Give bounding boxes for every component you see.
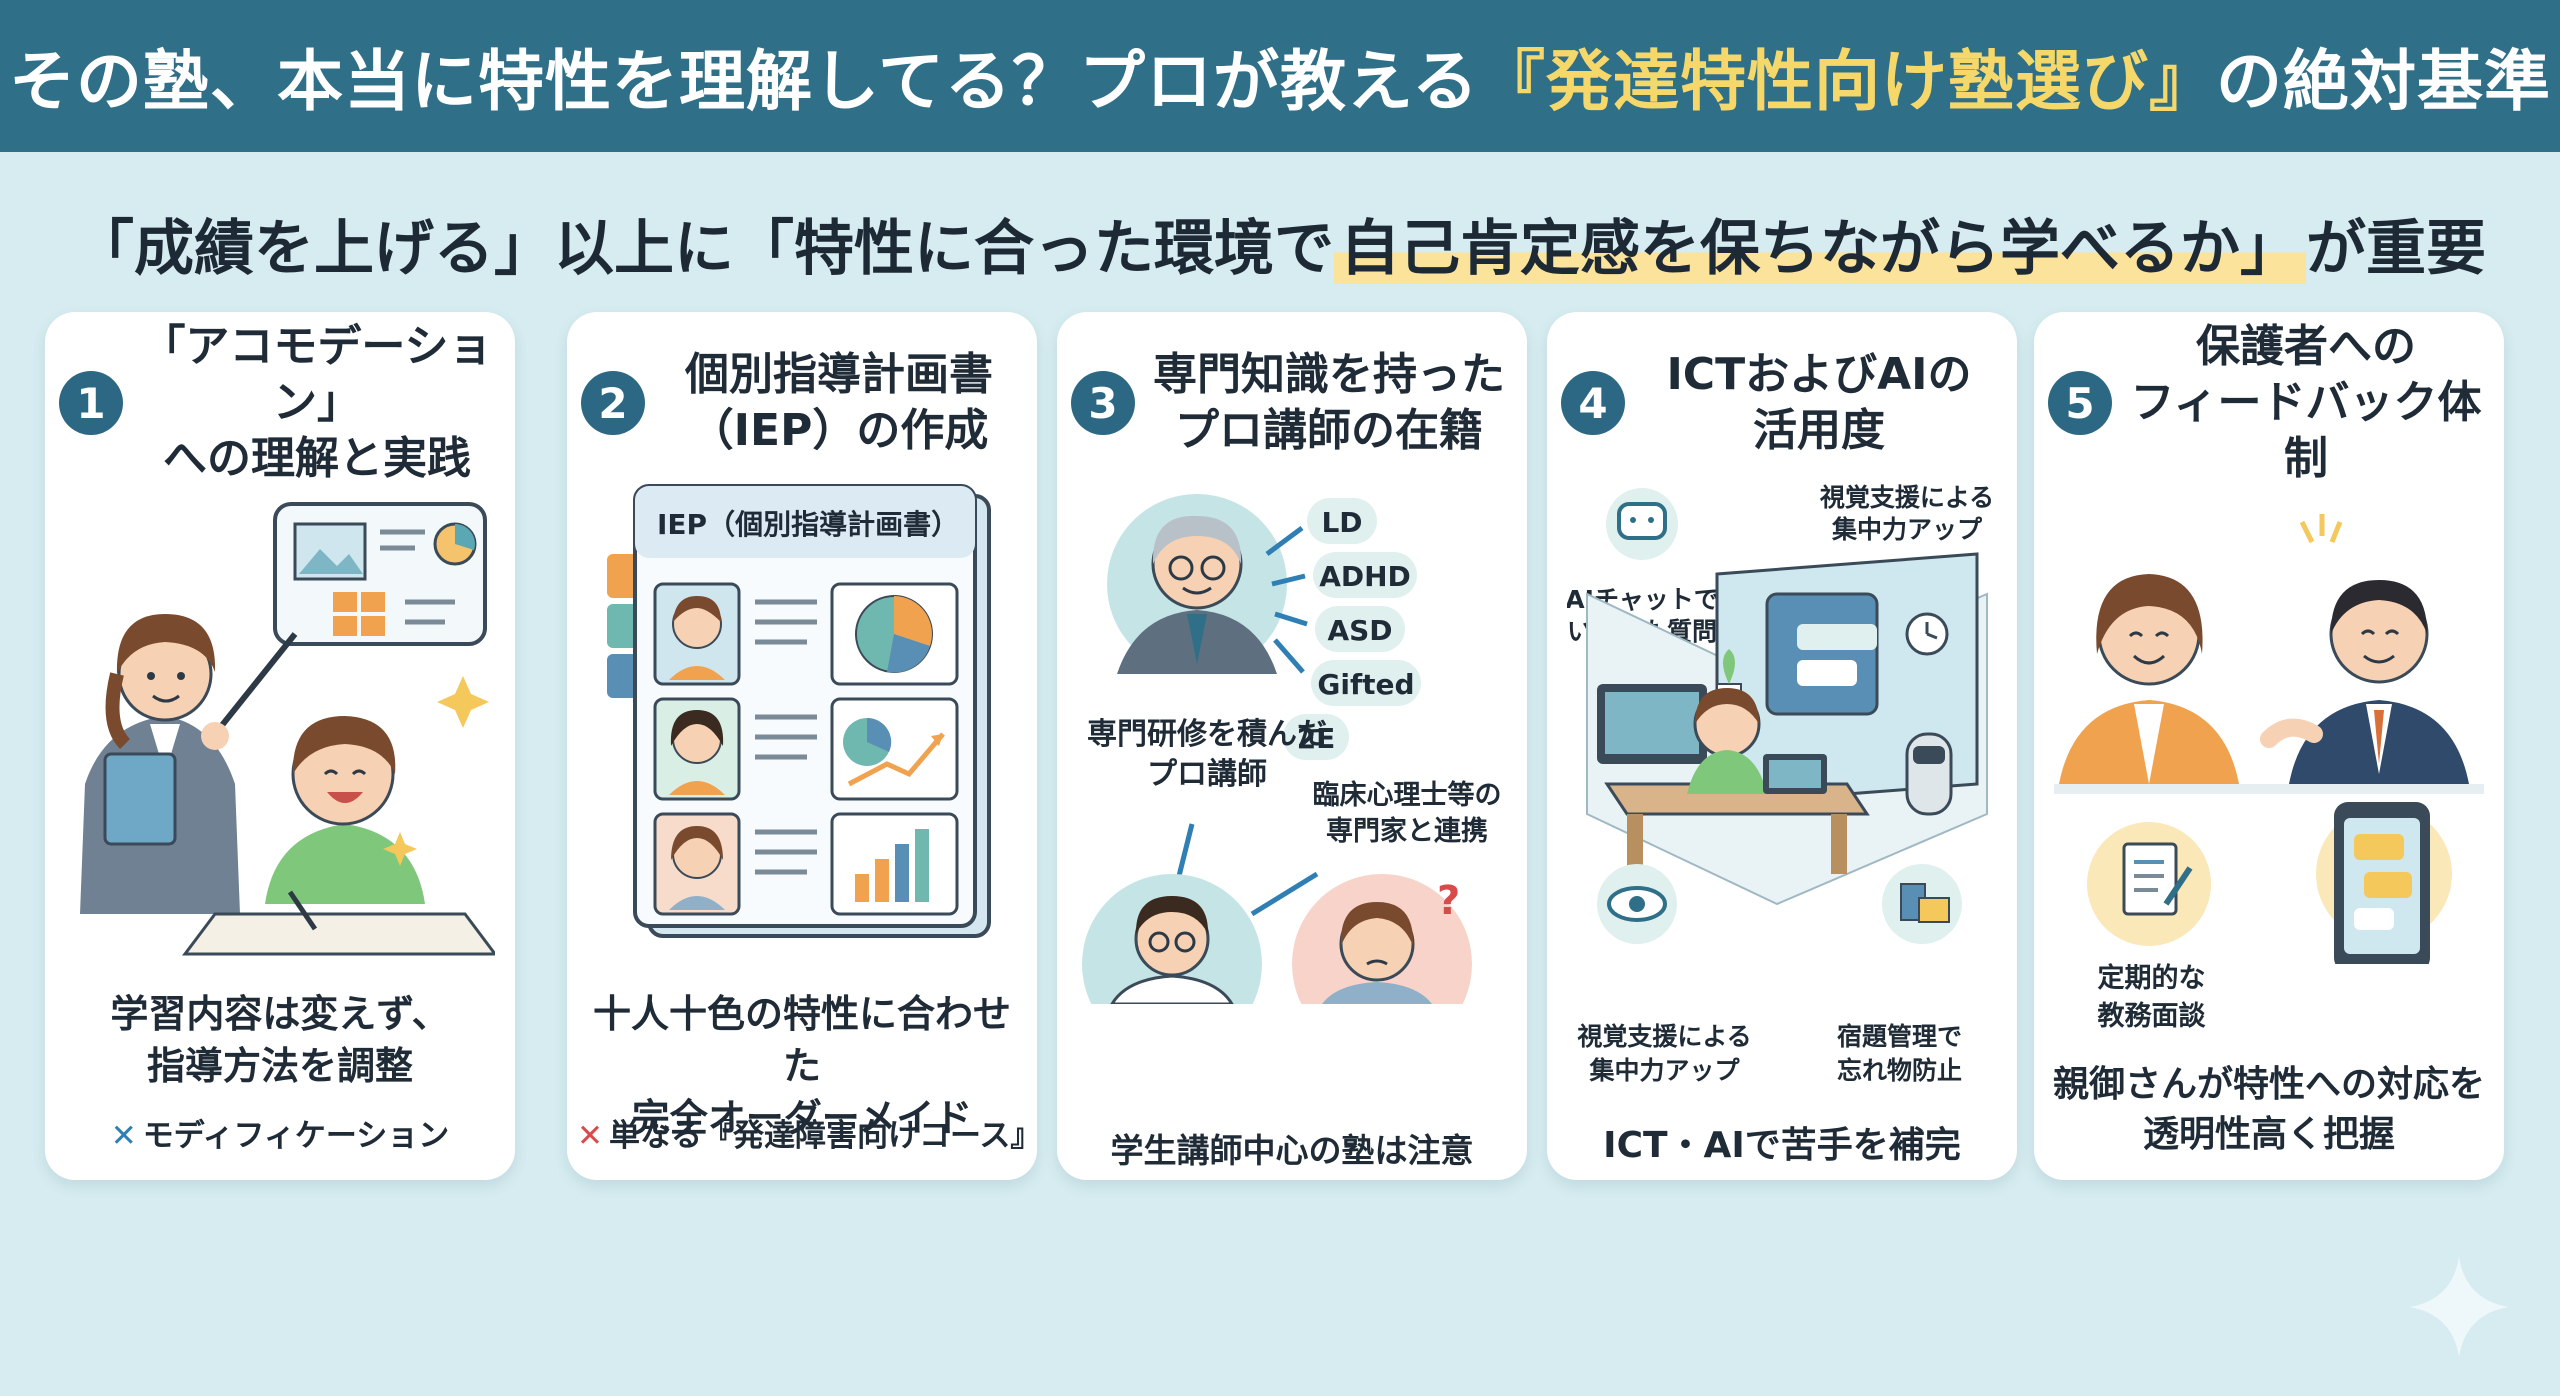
arrow-icon [1274,611,1308,627]
question-mark-icon: ? [1437,878,1460,924]
card-caption: 親御さんが特性への対応を 透明性高く把握 [2052,1064,2485,1155]
card-header: 3 専門知識を持った プロ講師の在籍 [1071,348,1513,458]
title-banner: その塾、本当に特性を理解してる？プロが教える『発達特性向け塾選び』の絶対基準 [0,0,2560,152]
display-screen-icon [1765,592,1879,716]
tag-ld: LD [1307,498,1377,544]
svg-text:ADHD: ADHD [1319,560,1411,593]
card-caption: 学生講師中心の塾は注意 [1110,1131,1474,1170]
card-iep: 2 個別指導計画書 （IEP）の作成 IEP（個別指導計画書） [567,312,1041,1180]
sparkle-icon [437,676,489,728]
pen-icon [2163,866,2193,906]
visual-label-2: 集中力アップ [1831,515,1983,544]
number-badge: 4 [1561,371,1625,435]
number-badge: 5 [2048,371,2112,435]
bar-chart-icon [855,874,869,902]
page-title: その塾、本当に特性を理解してる？プロが教える『発達特性向け塾選び』の絶対基準 [9,28,2551,124]
number-badge: 3 [1071,371,1135,435]
card-caption: 十人十色の特性に合わせた 完全オーダーメイド [592,992,1011,1140]
double-arrow-icon [1174,823,1195,885]
card-note: ✕単なる『発達障害向けコース』 [577,1110,1041,1155]
parent-meeting-illustration [2054,514,2484,964]
expert-label-1: 臨床心理士等の [1313,779,1502,811]
iep-doc-label: IEP（個別指導計画書） [657,508,959,541]
svg-text:LD: LD [1321,506,1362,539]
expert-label-2: 専門家と連携 [1326,815,1488,847]
pencil-icon [287,890,318,931]
card-title: 専門知識を持った プロ講師の在籍 [1153,349,1505,456]
double-arrow-icon [1250,871,1319,917]
student-body [265,824,425,904]
tag-gifted: Gifted [1311,660,1421,706]
card-note: ✕モディフィケーション [55,1110,505,1155]
subtitle-part1: 「成績を上げる」以上に「特性に合った環境で [74,214,1334,284]
note-text: 単なる『発達障害向けコース』 [608,1118,1042,1154]
emphasis-icon [2299,520,2315,544]
card-title: 「アコモデーション」 への理解と実践 [141,321,493,484]
sparkle-icon [383,832,417,866]
svg-text:Gifted: Gifted [1317,668,1414,701]
arrow-icon [1265,525,1304,557]
subtitle-highlight: 自己肯定感を保ちながら学べるか」 [1334,214,2306,284]
textbook-icon [103,752,177,846]
subtitle: 「成績を上げる」以上に「特性に合った環境で自己肯定感を保ちながら学べるか」が重要 [0,200,2560,287]
card-caption: ICT・AIで苦手を補完 [1603,1125,1961,1166]
ict-classroom-illustration: AIチャットで いつでも質問 視覚支援による 集中力アップ [1567,484,1994,944]
teacher-student-illustration [80,502,495,956]
card-accommodation: 1 「アコモデーション」 への理解と実践 [45,312,515,1180]
title-suffix: の絶対基準 [2216,43,2552,120]
mountain-icon [299,549,363,574]
subtitle-part2: が重要 [2306,214,2486,284]
cross-icon: ✕ [577,1118,603,1154]
tag-2e: 2E [1283,714,1349,760]
card-title: 保護者への フィードバック体制 [2130,321,2482,484]
card-title: ICTおよびAIの 活用度 [1666,349,1972,456]
plant-icon [1723,649,1735,684]
chat-bubble-icon [2364,872,2412,898]
svg-text:ASD: ASD [1327,614,1392,647]
trend-arrow-icon [847,732,945,787]
card-header: 4 ICTおよびAIの 活用度 [1561,348,2003,458]
card-caption: 学習内容は変えず、 指導方法を調整 [110,992,450,1088]
tag-asd: ASD [1315,606,1405,652]
card-title: 個別指導計画書 （IEP）の作成 [685,349,993,456]
pointer-stick [212,632,298,736]
card-header: 2 個別指導計画書 （IEP）の作成 [581,348,1023,458]
card-ict-ai: 4 ICTおよびAIの 活用度 AIチャットで いつでも質問 視覚支援による 集… [1547,312,2017,1180]
title-highlight: 『発達特性向け塾選び』 [1479,43,2217,120]
arrow-icon [1273,638,1305,674]
pro-label-2: プロ講師 [1147,757,1267,792]
number-badge: 2 [581,371,645,435]
desk [182,912,495,956]
note-text: モディフィケーション [142,1118,450,1154]
chat-bubble-icon [2354,834,2404,860]
svg-text:2E: 2E [1297,722,1336,755]
card-header: 5 保護者への フィードバック体制 [2048,321,2490,484]
arrow-icon [1271,573,1306,587]
tag-adhd: ADHD [1313,552,1417,598]
gesture-hand [2260,718,2323,748]
visual-label-1: 視覚支援による [1820,484,1994,512]
card-parent-feedback: 5 保護者への フィードバック体制 [2034,312,2504,1180]
iep-document-illustration: IEP（個別指導計画書） [607,484,991,938]
card-pro-teachers: 3 専門知識を持った プロ講師の在籍 LD ADHD ASD Gifted 2E… [1057,312,1527,1180]
card-header: 1 「アコモデーション」 への理解と実践 [59,321,501,484]
sparkle-icon [2409,1257,2509,1357]
meeting-label: 定期的な教務面談 [2097,963,2206,1032]
folder-icon [1918,897,1950,923]
pro-label-1: 専門研修を積んだ [1087,717,1327,752]
number-badge: 1 [59,371,123,435]
task-label: 宿題管理で忘れ物防止 [1836,1022,1962,1085]
cross-icon: ✕ [110,1118,137,1154]
title-prefix: その塾、本当に特性を理解してる？プロが教える [8,43,1480,120]
pro-teacher-illustration: LD ADHD ASD Gifted 2E 専門研修を積んだ プロ講師 臨床心理… [1082,494,1502,1004]
eye-label: 視覚支援による集中力アップ [1577,1022,1752,1085]
glasses-icon [1168,555,1194,581]
